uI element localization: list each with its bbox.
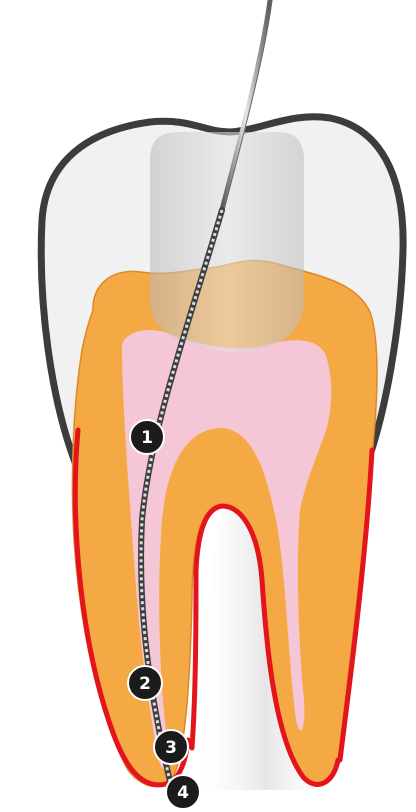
marker-2: 2 (128, 666, 162, 700)
marker-label: 4 (177, 783, 189, 803)
access-cavity (150, 132, 304, 352)
marker-label: 3 (165, 738, 177, 758)
marker-4: 4 (166, 775, 200, 809)
marker-3: 3 (154, 730, 188, 764)
marker-label: 1 (141, 428, 153, 448)
marker-label: 2 (139, 674, 151, 694)
marker-1: 1 (130, 420, 164, 454)
